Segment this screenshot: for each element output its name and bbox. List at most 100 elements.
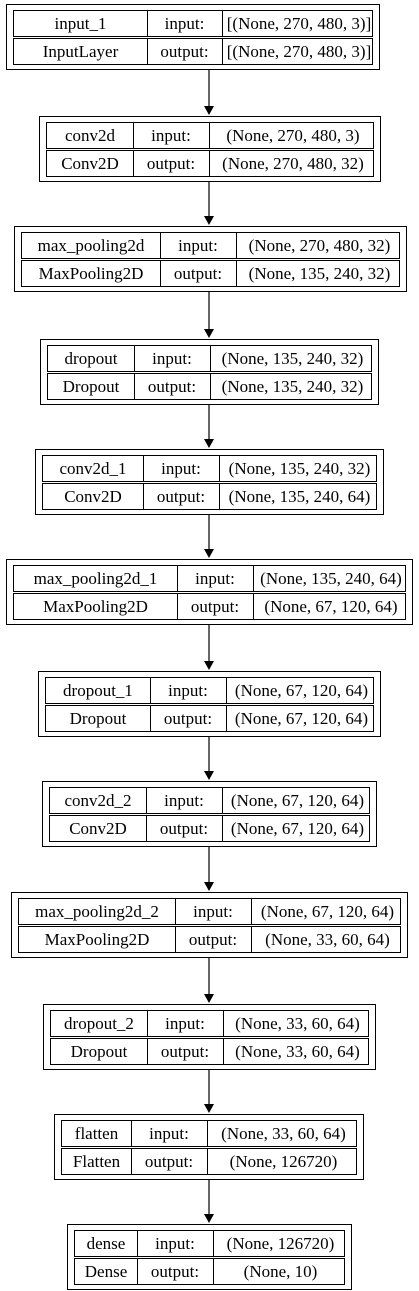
output-shape: (None, 67, 120, 64) xyxy=(264,596,398,616)
output-label: output: xyxy=(147,1039,224,1064)
layer-name: input_1 xyxy=(14,11,148,36)
layer-name: flatten xyxy=(62,1121,132,1146)
layer-type: Conv2D xyxy=(50,816,147,841)
layer-type: Dropout xyxy=(46,706,151,731)
output-label: output: xyxy=(143,484,220,509)
arrowhead-icon xyxy=(204,216,214,225)
output-shape: (None, 135, 240, 32) xyxy=(248,263,391,283)
input-label: input: xyxy=(146,788,223,813)
input-shape: (None, 33, 60, 64) xyxy=(235,1013,360,1033)
layer-type: Dropout xyxy=(51,1039,148,1064)
layer-type: MaxPooling2D xyxy=(22,261,161,286)
input-shape: (None, 67, 120, 64) xyxy=(260,901,395,921)
input-label: input: xyxy=(134,346,211,371)
output-label: output: xyxy=(146,816,223,841)
output-shape: [(None, 270, 480, 3)] xyxy=(226,41,372,61)
input-label: input: xyxy=(160,233,237,258)
input-label: input: xyxy=(177,566,254,591)
input-label: input: xyxy=(150,678,227,703)
layer-type: MaxPooling2D xyxy=(19,927,176,952)
output-label: output: xyxy=(160,261,237,286)
input-shape: (None, 135, 240, 64) xyxy=(260,568,402,588)
arrowhead-icon xyxy=(204,771,214,780)
layer-name: dropout_1 xyxy=(46,678,151,703)
output-shape: (None, 33, 60, 64) xyxy=(235,1041,360,1061)
arrowhead-icon xyxy=(204,439,214,448)
output-label: output: xyxy=(131,1149,208,1174)
input-label: input: xyxy=(143,456,220,481)
output-shape: (None, 135, 240, 32) xyxy=(221,376,364,396)
output-shape: (None, 67, 120, 64) xyxy=(234,708,369,728)
input-shape: (None, 135, 240, 32) xyxy=(221,348,364,368)
input-shape: (None, 67, 120, 64) xyxy=(234,680,369,700)
output-shape: (None, 67, 120, 64) xyxy=(230,818,365,838)
output-label: output: xyxy=(147,39,223,64)
layer-name: max_pooling2d_2 xyxy=(19,899,176,924)
layer-name: dropout_2 xyxy=(51,1011,148,1036)
arrowhead-icon xyxy=(204,329,214,338)
output-shape: (None, 270, 480, 32) xyxy=(222,153,364,173)
arrowhead-icon xyxy=(204,106,214,115)
output-shape: (None, 126720) xyxy=(229,1151,338,1171)
input-shape: (None, 270, 480, 32) xyxy=(248,235,391,255)
layer-type: MaxPooling2D xyxy=(14,594,178,619)
layer-name: max_pooling2d xyxy=(22,233,161,258)
layer-type: Flatten xyxy=(62,1149,132,1174)
input-shape: [(None, 270, 480, 3)] xyxy=(226,13,372,33)
output-label: output: xyxy=(134,374,211,399)
layer-name: dropout xyxy=(48,346,135,371)
input-label: input: xyxy=(175,899,252,924)
input-label: input: xyxy=(147,11,223,36)
input-label: input: xyxy=(133,123,210,148)
output-shape: (None, 135, 240, 64) xyxy=(228,486,371,506)
input-shape: (None, 126720) xyxy=(226,1233,335,1253)
arrowhead-icon xyxy=(204,549,214,558)
output-label: output: xyxy=(175,927,252,952)
layer-name: dense xyxy=(75,1231,138,1256)
output-label: output: xyxy=(137,1259,214,1284)
input-shape: (None, 135, 240, 32) xyxy=(228,458,371,478)
arrowhead-icon xyxy=(204,882,214,891)
input-shape: (None, 67, 120, 64) xyxy=(230,790,365,810)
layer-name: conv2d_2 xyxy=(50,788,147,813)
layer-name: conv2d xyxy=(47,123,134,148)
layer-type: Conv2D xyxy=(43,484,144,509)
layer-type: Dense xyxy=(75,1259,138,1284)
layer-name: conv2d_1 xyxy=(43,456,144,481)
layer-type: Conv2D xyxy=(47,151,134,176)
output-shape: (None, 33, 60, 64) xyxy=(265,929,390,949)
input-label: input: xyxy=(137,1231,214,1256)
output-label: output: xyxy=(177,594,254,619)
layer-name: max_pooling2d_1 xyxy=(14,566,178,591)
